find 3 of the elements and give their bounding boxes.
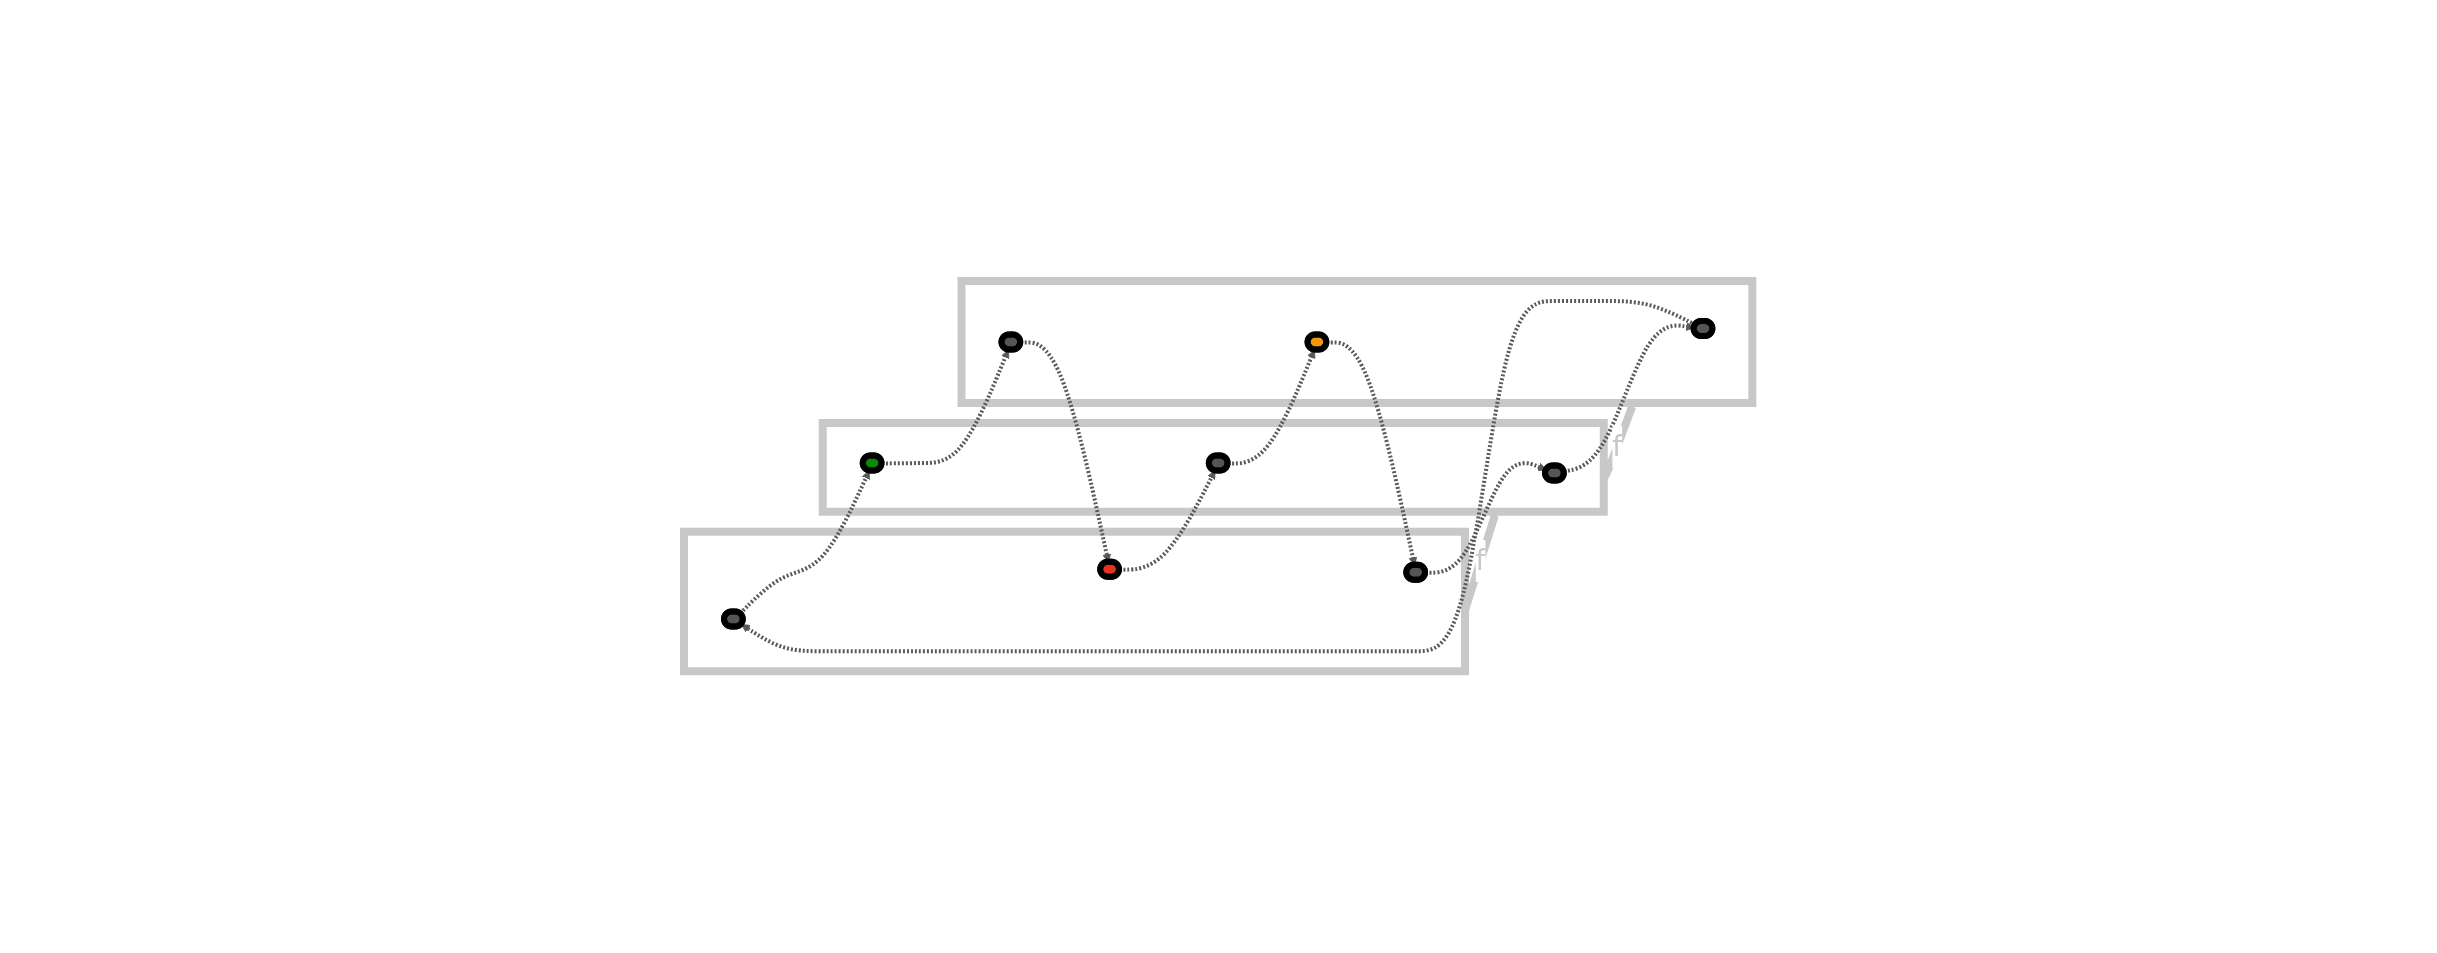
cluster bbox=[957, 277, 1757, 408]
cluster bbox=[819, 419, 1609, 517]
cluster bbox=[680, 528, 1470, 676]
